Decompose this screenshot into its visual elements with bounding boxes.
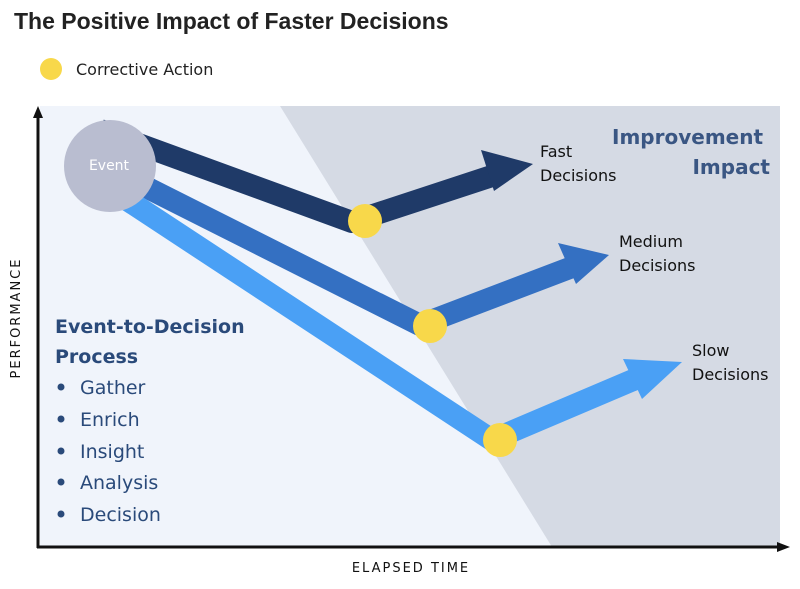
improvement-impact-label: Improvement Impact: [612, 125, 770, 179]
bullet-icon: [57, 415, 65, 423]
slow-decisions-label: Slow Decisions: [692, 341, 768, 384]
process-step: Insight: [80, 441, 144, 463]
event-label: Event: [89, 158, 130, 174]
slow-decisions-arrowhead-icon: [623, 359, 682, 399]
fast-decisions-label: Fast Decisions: [540, 142, 616, 185]
page-title: The Positive Impact of Faster Decisions: [14, 8, 449, 34]
medium-decisions-label: Medium Decisions: [619, 232, 695, 275]
corrective-action-marker-icon: [40, 58, 62, 80]
fast-decisions-arrowhead-icon: [481, 150, 533, 191]
process-step: Gather: [80, 377, 146, 399]
process-step: Analysis: [80, 472, 158, 494]
process-steps-list: Gather Enrich Insight Analysis Decision: [57, 377, 161, 526]
bullet-icon: [57, 447, 65, 455]
process-title: Event-to-Decision Process: [55, 316, 251, 368]
bullet-icon: [57, 510, 65, 518]
corrective-action-marker-fast: [348, 204, 382, 238]
improvement-impact-region: [280, 106, 780, 547]
corrective-action-marker-medium: [413, 309, 447, 343]
y-axis-label: PERFORMANCE: [9, 258, 24, 379]
medium-decisions-arrowhead-icon: [558, 243, 609, 284]
process-step: Enrich: [80, 409, 140, 431]
bullet-icon: [57, 383, 65, 391]
y-axis-arrowhead-icon: [33, 106, 43, 118]
process-step: Decision: [80, 504, 161, 526]
event-circle: [64, 120, 156, 212]
bullet-icon: [57, 478, 65, 486]
corrective-action-marker-slow: [483, 423, 517, 457]
legend: Corrective Action: [40, 58, 213, 80]
x-axis-label: ELAPSED TIME: [352, 561, 470, 576]
legend-label: Corrective Action: [76, 59, 214, 79]
x-axis-arrowhead-icon: [777, 542, 790, 552]
